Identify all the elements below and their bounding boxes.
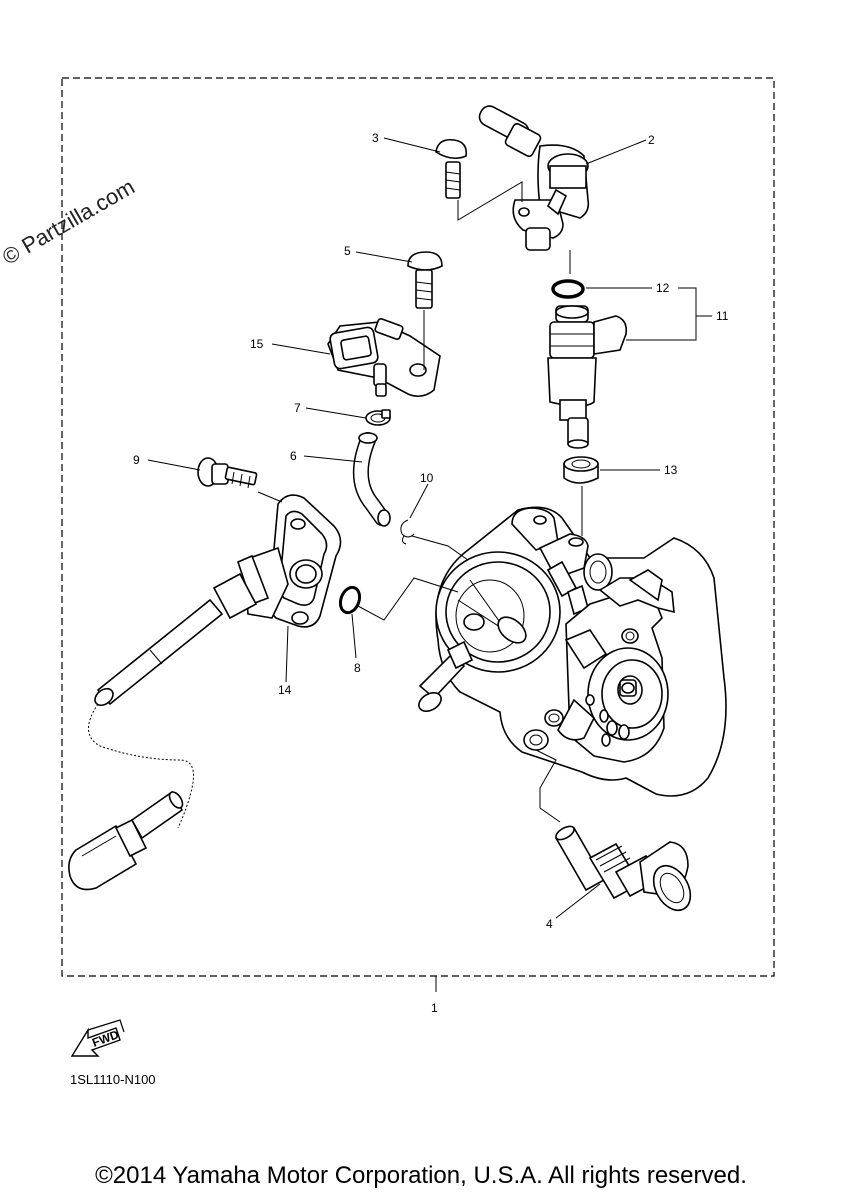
callout-5: 5 <box>344 244 351 258</box>
sensor-wire <box>88 703 194 829</box>
part-injector-seal[interactable] <box>563 456 599 484</box>
callout-11: 11 <box>716 309 729 323</box>
fwd-arrow-icon: FWD <box>70 1019 125 1057</box>
assembly-leaders <box>257 181 583 823</box>
part-small-clip[interactable] <box>400 519 415 545</box>
fwd-label: FWD <box>90 1027 121 1050</box>
callout-6: 6 <box>290 449 297 463</box>
callout-10: 10 <box>420 471 434 485</box>
callout-3: 3 <box>372 131 379 145</box>
part-bolt-5[interactable] <box>407 251 443 309</box>
part-sensor-connector[interactable] <box>68 790 185 891</box>
callout-2: 2 <box>648 133 655 147</box>
part-fuel-pipe-joint[interactable] <box>476 103 590 251</box>
callout-12: 12 <box>656 281 670 295</box>
callout-14: 14 <box>278 683 292 697</box>
part-o-ring-8[interactable] <box>337 585 363 616</box>
part-bolt-3[interactable] <box>435 138 468 199</box>
part-fuel-injector[interactable] <box>547 305 628 449</box>
callout-numbers: 1 2 3 4 5 6 7 8 9 10 11 12 13 14 15 <box>133 131 729 1015</box>
callout-8: 8 <box>354 661 361 675</box>
part-pressure-sensor[interactable] <box>327 318 441 398</box>
part-throttle-body[interactable] <box>416 506 727 797</box>
callout-15: 15 <box>250 337 264 351</box>
callout-leaders <box>147 137 712 919</box>
part-idle-adjuster[interactable] <box>554 824 698 917</box>
callout-1: 1 <box>431 1001 438 1015</box>
callout-13: 13 <box>664 463 678 477</box>
callout-4: 4 <box>546 917 553 931</box>
callout-9: 9 <box>133 453 140 467</box>
diagram-code: 1SL1110-N100 <box>70 1072 156 1087</box>
copyright-notice: ©2014 Yamaha Motor Corporation, U.S.A. A… <box>95 1162 747 1189</box>
callout-7: 7 <box>294 401 301 415</box>
part-screw-9[interactable] <box>197 457 258 489</box>
part-hose[interactable] <box>352 432 391 527</box>
part-throttle-sensor[interactable] <box>92 494 342 709</box>
part-hose-clip[interactable] <box>365 409 391 426</box>
part-o-ring-12[interactable] <box>551 279 585 299</box>
assembly-boundary <box>61 77 775 977</box>
